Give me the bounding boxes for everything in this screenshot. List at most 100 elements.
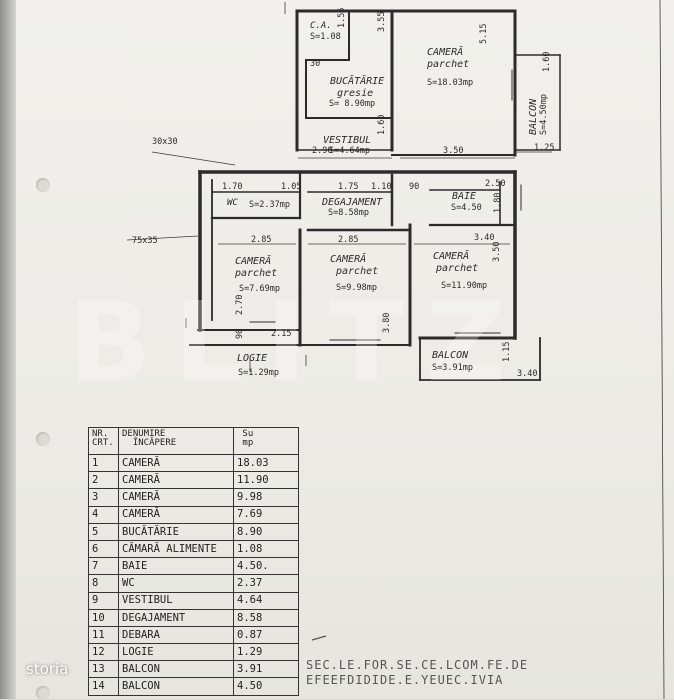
room-area-vestibul: S=4.64mp xyxy=(329,146,370,156)
dim-label: 1.05 xyxy=(281,182,302,192)
room-label-camera4: CAMERĂ xyxy=(235,256,272,267)
row-room-name: BUCĂTĂRIE xyxy=(118,522,234,541)
dim-label: 2.15 xyxy=(271,329,292,339)
row-room-name: BALCON xyxy=(118,660,234,679)
row-area: 3.91 xyxy=(233,660,299,679)
room-area-wc: S=2.37mp xyxy=(249,200,290,210)
dim-label: 2.85 xyxy=(338,235,359,245)
room-floor-camera3: parchet xyxy=(336,266,379,277)
row-area: 4.64 xyxy=(233,591,299,610)
room-label-logie: LOGIE xyxy=(237,353,268,364)
punch-hole xyxy=(36,686,50,700)
dim-label: 2.90 xyxy=(312,146,333,156)
dim-label: 2.85 xyxy=(251,235,272,245)
dim-label: 1.15 xyxy=(502,341,512,362)
row-number: 1 xyxy=(88,453,119,473)
row-number: 9 xyxy=(88,591,119,610)
row-number: 7 xyxy=(88,557,119,576)
watermark: BLITZ xyxy=(68,278,528,406)
dim-label: 75x35 xyxy=(132,236,158,246)
room-area-ca: S=1.08 xyxy=(310,32,341,42)
room-label-camera3: CAMERĂ xyxy=(330,254,367,265)
header-nr: NR.CRT. xyxy=(88,427,119,455)
dim-label: 3.40 xyxy=(474,233,495,243)
row-number: 6 xyxy=(88,539,119,559)
room-area-balcon-bottom: S=3.91mp xyxy=(432,363,473,373)
row-area: 4.50. xyxy=(233,557,299,576)
dim-label: 1.75 xyxy=(338,182,359,192)
row-area: 8.58 xyxy=(233,608,299,627)
row-room-name: BAIE xyxy=(118,557,234,576)
table-header-row: NR.CRT. DENUMIRE ÎNCĂPERE Su mp xyxy=(88,427,299,455)
room-area-baie: S=4.50 xyxy=(451,203,482,213)
dim-label: 3.50 xyxy=(492,241,502,262)
dim-label: 3.40 xyxy=(517,369,538,379)
row-number: 4 xyxy=(88,505,119,524)
dim-label: 1.80 xyxy=(493,192,503,213)
row-area: 7.69 xyxy=(233,505,299,524)
dim-label: 2.70 xyxy=(235,294,245,315)
room-label-bucatarie: BUCĂTĂRIE xyxy=(330,76,385,87)
dim-label: 3.55 xyxy=(377,11,387,32)
dim-label: 30x30 xyxy=(152,137,178,147)
dim-label: 1.60 xyxy=(377,114,387,135)
room-label-baie: BAIE xyxy=(452,191,477,202)
dim-label: 3.50 xyxy=(443,146,464,156)
dim-label: 1.55 xyxy=(337,7,347,28)
row-area: 1.08 xyxy=(233,539,299,559)
row-area: 4.50 xyxy=(233,677,299,696)
room-label-camera1: CAMERĂ xyxy=(427,47,464,58)
storia-logo: storia xyxy=(26,660,69,678)
room-floor-camera1: parchet xyxy=(427,59,470,70)
dim-label: 2.50 xyxy=(485,179,506,189)
room-label-balcon-right: BALCON xyxy=(528,98,539,135)
row-number: 14 xyxy=(88,677,119,696)
row-room-name: CAMERĂ xyxy=(118,471,234,490)
room-area-camera4: S=7.69mp xyxy=(239,284,280,294)
row-room-name: VESTIBUL xyxy=(118,591,234,610)
room-floor-camera2: parchet xyxy=(436,263,479,274)
dim-label: 1.10 xyxy=(371,182,392,192)
punch-hole xyxy=(36,432,50,446)
row-number: 5 xyxy=(88,522,119,541)
dim-label: 5.15 xyxy=(479,23,489,44)
room-floor-bucatarie: gresie xyxy=(337,88,374,99)
row-room-name: CAMERĂ xyxy=(118,453,234,473)
row-room-name: LOGIE xyxy=(118,643,234,662)
row-room-name: WC xyxy=(118,574,234,593)
row-area: 9.98 xyxy=(233,488,299,507)
row-room-name: DEGAJAMENT xyxy=(118,608,234,627)
row-number: 2 xyxy=(88,471,119,490)
row-room-name: DEBARA xyxy=(118,625,234,645)
row-number: 3 xyxy=(88,488,119,507)
room-area-balcon-right: S=4.50mp xyxy=(539,94,549,135)
dim-label: 1.60 xyxy=(542,51,552,72)
row-number: 12 xyxy=(88,643,119,662)
binder-edge xyxy=(0,0,16,699)
dim-label: 3.80 xyxy=(382,312,392,333)
row-room-name: CAMERĂ xyxy=(118,505,234,524)
room-area-logie: S=1.29mp xyxy=(238,368,279,378)
row-area: 8.90 xyxy=(233,522,299,541)
row-room-name: BALCON xyxy=(118,677,234,696)
room-area-degajament: S=8.58mp xyxy=(328,208,369,218)
row-area: 11.90 xyxy=(233,471,299,490)
dim-label: 90 xyxy=(409,182,420,192)
row-number: 10 xyxy=(88,608,119,627)
row-area: 2.37 xyxy=(233,574,299,593)
room-area-camera3: S=9.98mp xyxy=(336,283,377,293)
